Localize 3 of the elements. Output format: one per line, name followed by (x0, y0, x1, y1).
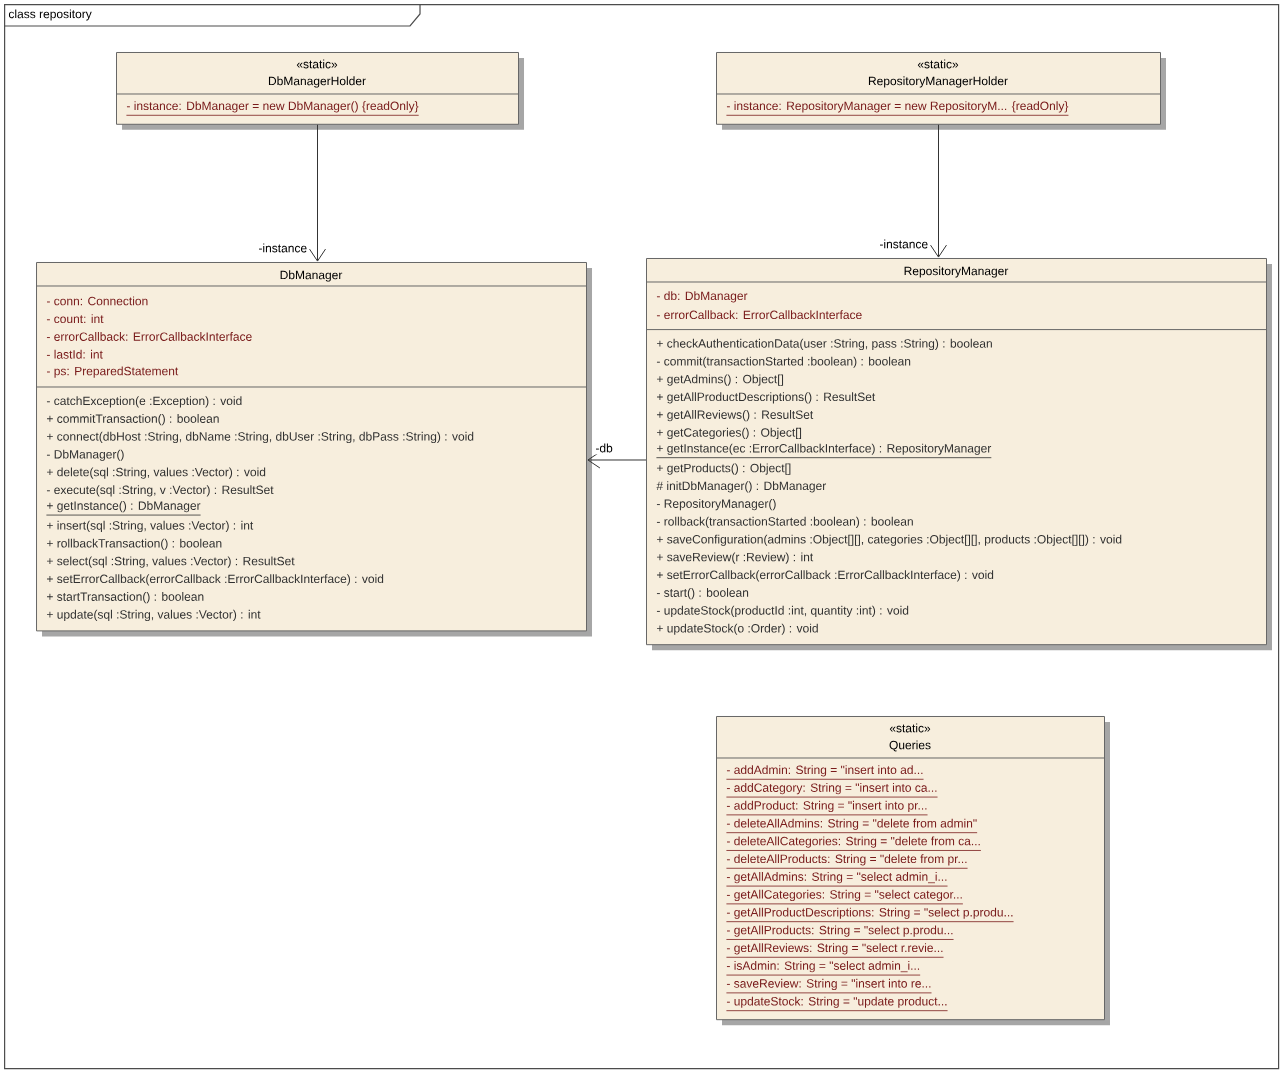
association-arrow (587, 451, 647, 469)
association-arrow (309, 124, 326, 262)
association-arrow (930, 124, 947, 258)
